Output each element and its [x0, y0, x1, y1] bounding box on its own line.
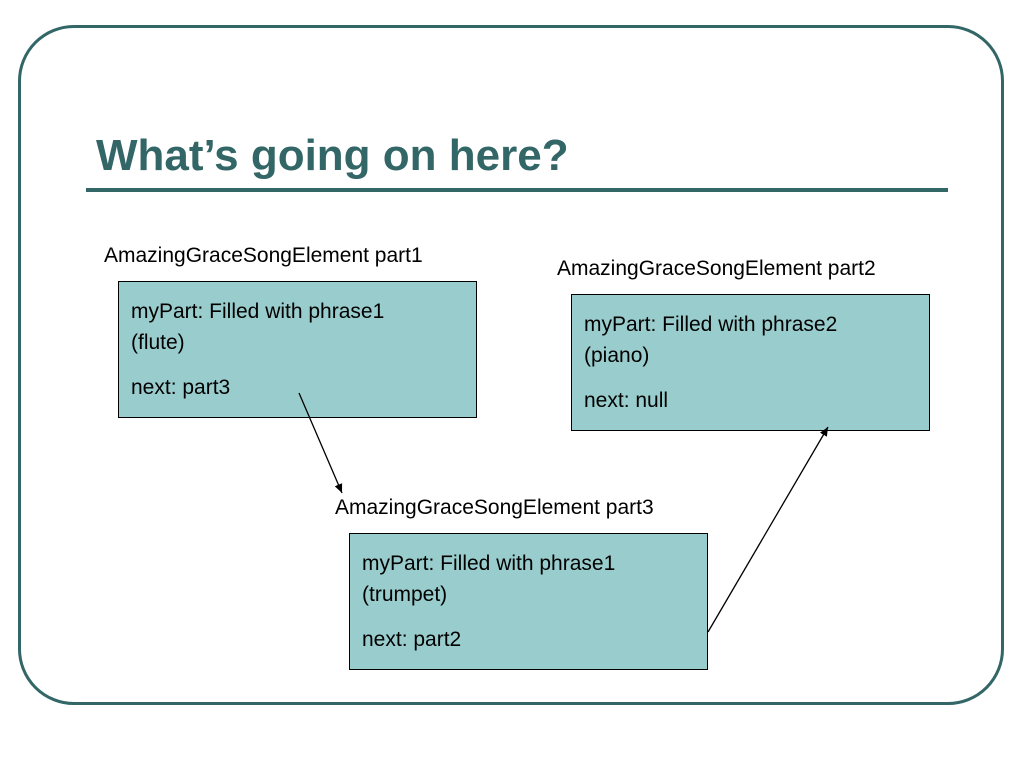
mypart-field-line2: (trumpet): [362, 583, 448, 606]
node-box-part2: myPart: Filled with phrase2 (piano) next…: [571, 294, 930, 431]
mypart-field-line2: (piano): [584, 344, 650, 367]
mypart-field-line1: myPart: Filled with phrase1: [362, 552, 616, 575]
node-box-part3: myPart: Filled with phrase1 (trumpet) ne…: [349, 533, 708, 670]
node-label-part1: AmazingGraceSongElement part1: [104, 244, 423, 267]
mypart-field-line1: myPart: Filled with phrase1: [131, 300, 385, 323]
next-field: next: part3: [131, 376, 231, 399]
node-label-part2: AmazingGraceSongElement part2: [557, 257, 876, 280]
slide-title: What’s going on here?: [96, 131, 569, 180]
mypart-field-line2: (flute): [131, 331, 185, 354]
title-underline: [86, 188, 948, 192]
next-field: next: part2: [362, 628, 462, 651]
mypart-field-line1: myPart: Filled with phrase2: [584, 313, 838, 336]
node-label-part3: AmazingGraceSongElement part3: [335, 496, 654, 519]
next-field: next: null: [584, 389, 669, 412]
node-box-part1: myPart: Filled with phrase1 (flute) next…: [118, 281, 477, 418]
